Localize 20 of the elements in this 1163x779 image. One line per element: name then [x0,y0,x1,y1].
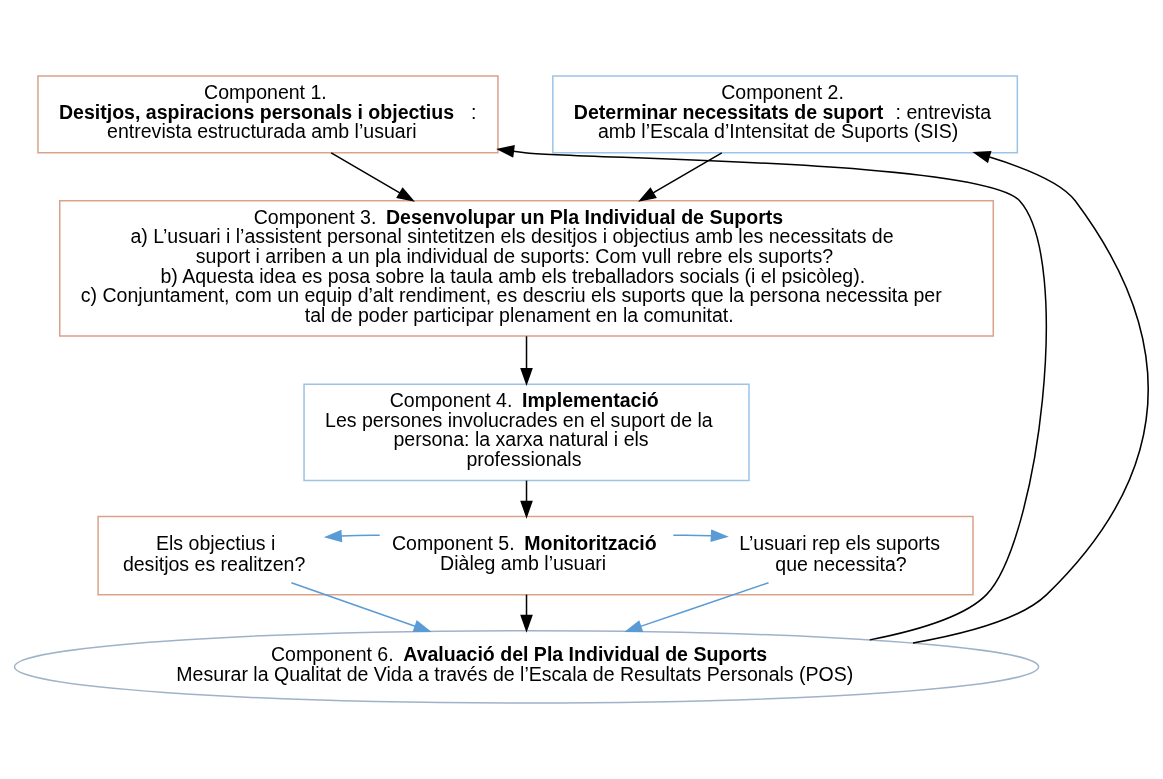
arrow [624,581,770,633]
cluster [97,515,974,596]
arrow [520,479,533,519]
arrow [672,529,729,543]
arrow [520,593,533,633]
node-box: Component 3. Desenvolupar un Pla Individual de Suports a) L’usuari i l’assistent personal sintetitzen els desitjos i objectius amb les necessitats de suport i arriben a un pla individual de suports: Com vull rebre els suports? b) Aquesta idea es posa sobre la taula amb els treballadors socials (i el psicòleg). c) Conjuntament, com un equip d’alt rendiment, es descriu els suports que la persona necessita per tal de poder participar plenament en la comunitat. [59,200,995,337]
arrow [330,152,415,202]
node-ellipse: Component 6. Avaluació del Pla Individual de Suports Mesurar la Qualitat de Vida a través de l’Escala de Resultats Personals (POS) [13,629,1040,704]
arrow [496,145,1047,641]
arrow [912,151,1149,644]
node-box: Component 1. Desitjos, aspiracions personals i objectius: entrevista estructurada amb l’usuari [37,75,499,154]
node-box: Component 2. Determinar necessitats de suport: entrevista amb l’Escala d’Intensitat de Suports (SIS) [552,75,1019,154]
arrow [290,581,432,632]
arrow [520,335,533,386]
node-box: Component 4. Implementació Les persones involucrades en el suport de la persona: la xarxa natural i els professionals [303,383,750,482]
node-text: Component 5. Monitorització Diàleg amb l’usuari [391,532,657,574]
node-text: Els objectius i desitjos es realitzen? [122,532,306,576]
node-text: L’usuari rep els suports que necessita? [739,532,941,576]
arrow [323,529,381,543]
arrow [638,152,723,202]
